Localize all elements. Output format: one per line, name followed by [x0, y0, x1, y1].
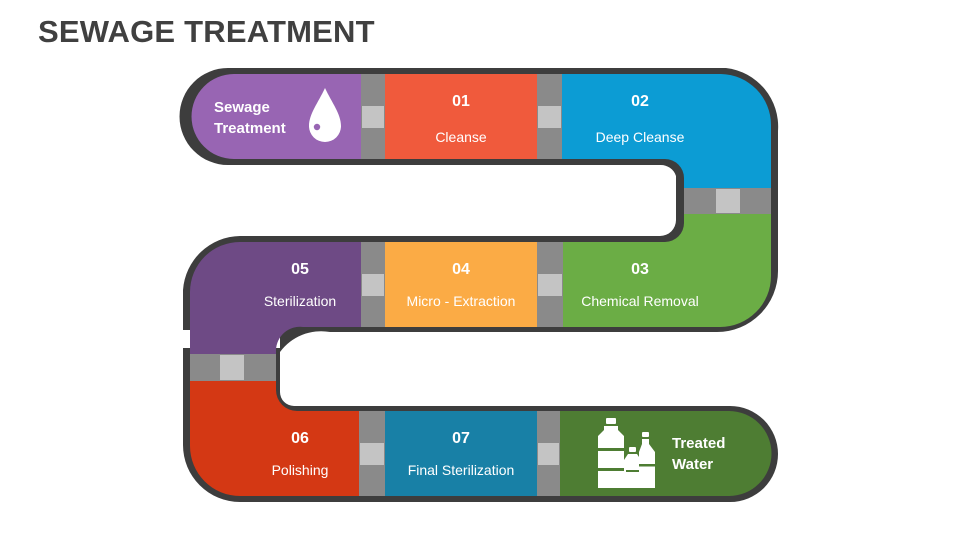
- step-07-number: 07: [452, 430, 470, 447]
- water-drop-icon: [309, 88, 341, 142]
- coupling: [360, 443, 384, 465]
- step-03-label: Chemical Removal: [581, 293, 698, 309]
- step-05-number: 05: [291, 261, 309, 278]
- start-label-line2: Treatment: [214, 120, 286, 137]
- step-01-number: 01: [452, 93, 470, 110]
- step-02-number: 02: [631, 93, 649, 110]
- coupling: [716, 189, 740, 213]
- end-segment: [560, 411, 772, 496]
- step-05-label: Sterilization: [264, 293, 336, 309]
- end-label-line2: Water: [672, 456, 713, 473]
- step-03-number: 03: [631, 261, 649, 278]
- bottles-icon: [598, 418, 655, 488]
- step-06-number: 06: [291, 430, 309, 447]
- step-07-segment: [385, 411, 537, 496]
- step-02-label: Deep Cleanse: [596, 129, 685, 145]
- coupling: [538, 274, 562, 296]
- step-04-number: 04: [452, 261, 470, 278]
- step-02-segment: [562, 74, 771, 188]
- coupling: [538, 106, 561, 128]
- step-04-label: Micro - Extraction: [407, 293, 516, 309]
- step-01-label: Cleanse: [435, 129, 487, 145]
- coupling: [362, 106, 384, 128]
- step-01-segment: [385, 74, 537, 159]
- step-04-segment: [385, 242, 537, 327]
- coupling: [362, 274, 384, 296]
- coupling: [220, 355, 244, 380]
- step-05-segment: [190, 242, 361, 354]
- step-06-segment: [190, 381, 359, 496]
- step-03-segment: [563, 214, 771, 327]
- coupling: [538, 443, 559, 465]
- step-06-label: Polishing: [272, 462, 329, 478]
- step-07-label: Final Sterilization: [408, 462, 515, 478]
- page-title: SEWAGE TREATMENT: [38, 14, 375, 49]
- end-label-line1: Treated: [672, 435, 725, 452]
- start-label-line1: Sewage: [214, 99, 270, 116]
